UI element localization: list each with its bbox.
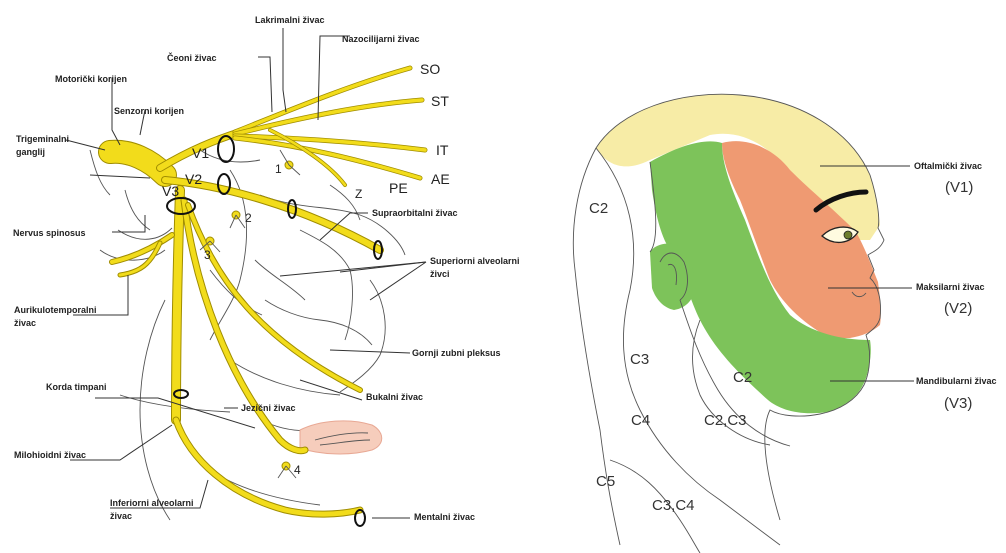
dermatome-c5: C5 <box>596 473 615 490</box>
label-oftalmicki: Oftalmički živac <box>914 161 982 171</box>
ganglion-4: 4 <box>294 463 301 477</box>
label-mentalni: Mentalni živac <box>414 512 475 522</box>
label-v3: (V3) <box>944 395 972 412</box>
dermatome-c2c3: C2,C3 <box>704 412 747 429</box>
ganglion-3: 3 <box>204 248 211 262</box>
code-ae: AE <box>431 171 450 187</box>
dermatome-c2-neck: C2 <box>733 369 752 386</box>
dermatome-head-diagram: Oftalmički živac (V1) Maksilarni živac (… <box>573 94 996 553</box>
label-v1: (V1) <box>945 179 973 196</box>
code-it: IT <box>436 142 449 158</box>
label-maksilarni: Maksilarni živac <box>916 282 985 292</box>
code-so: SO <box>420 61 440 77</box>
label-bukalni: Bukalni živac <box>366 392 423 402</box>
code-pe: PE <box>389 180 408 196</box>
code-z: Z <box>355 187 362 201</box>
code-v2: V2 <box>185 171 202 187</box>
ganglion-2: 2 <box>245 211 252 225</box>
trigeminal-nerve-diagram: Lakrimalni živac Nazocilijarni živac Čeo… <box>13 15 520 526</box>
dermatome-c4: C4 <box>631 412 650 429</box>
label-ceoni: Čeoni živac <box>167 52 217 63</box>
skull-sketch <box>90 150 405 520</box>
label-supraorbitalni: Supraorbitalni živac <box>372 208 458 218</box>
label-motoricki: Motorički korijen <box>55 74 127 84</box>
label-v2: (V2) <box>944 300 972 317</box>
label-inferiorni-1: Inferiorni alveolarni <box>110 498 194 508</box>
label-milohioidni: Milohioidni živac <box>14 450 86 460</box>
code-v1: V1 <box>192 145 209 161</box>
code-v3: V3 <box>162 183 179 199</box>
label-lakrimalni: Lakrimalni živac <box>255 15 325 25</box>
label-nervus-spinosus: Nervus spinosus <box>13 228 86 238</box>
code-st: ST <box>431 93 449 109</box>
ganglion-1: 1 <box>275 162 282 176</box>
label-superiorni-1: Superiorni alveolarni <box>430 256 520 266</box>
dermatome-c2-back: C2 <box>589 200 608 217</box>
label-inferiorni-2: živac <box>110 511 132 521</box>
label-aurikulo-1: Aurikulotemporalni <box>14 305 97 315</box>
dermatome-c3: C3 <box>630 351 649 368</box>
label-trigeminalni-1: Trigeminalni <box>16 134 69 144</box>
label-korda: Korda timpani <box>46 382 107 392</box>
label-aurikulo-2: živac <box>14 318 36 328</box>
label-nazocilijarni: Nazocilijarni živac <box>342 34 420 44</box>
label-gornji-zubni: Gornji zubni pleksus <box>412 348 501 358</box>
label-jezicni: Jezični živac <box>241 403 296 413</box>
label-trigeminalni-2: ganglij <box>16 147 45 157</box>
tongue-shape <box>300 421 382 454</box>
dermatome-c3c4: C3,C4 <box>652 497 695 514</box>
label-superiorni-2: živci <box>430 269 450 279</box>
label-mandibularni: Mandibularni živac <box>916 376 997 386</box>
label-senzorni: Senzorni korijen <box>114 106 184 116</box>
